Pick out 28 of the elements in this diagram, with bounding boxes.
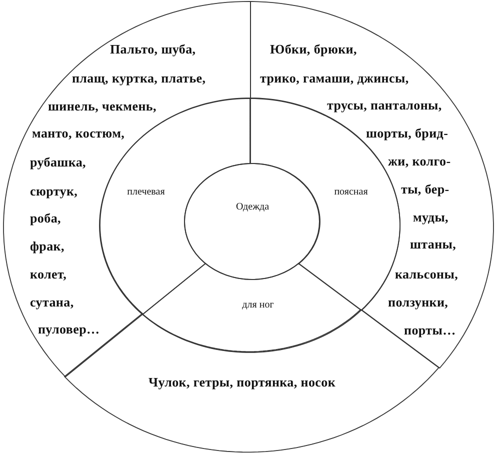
list-text: Чулок, гетры, портянка, носок [148,376,336,390]
sector-label: поясная [334,186,368,198]
list-text: ты, бер- [401,182,450,198]
sector-label: плечевая [127,186,165,198]
list-text: пуловер… [38,322,100,338]
list-text: муды, [413,210,449,226]
center-label: Одежда [236,201,270,213]
list-text: шорты, брид- [366,126,448,142]
list-text: шинель, чекмень, [48,100,156,114]
list-text: сюртук, [30,184,78,200]
list-text: колет, [30,268,67,282]
list-text: порты… [404,324,456,338]
list-text: фрак, [30,240,64,254]
list-text: сутана, [30,296,74,310]
list-text: трусы, панталоны, [327,98,442,114]
list-text: жи, колго- [388,154,451,170]
list-text: штаны, [410,238,456,252]
list-text: плащ, куртка, платье, [72,72,206,86]
list-text: роба, [30,212,61,226]
list-text: Юбки, брюки, [270,42,357,58]
list-text: трико, гамаши, джинсы, [260,72,409,86]
list-text: кальсоны, [395,268,458,282]
list-text: ползунки, [388,296,448,310]
list-text: Пальто, шуба, [110,42,196,58]
ring-sector [142,262,362,352]
list-text: рубашка, [30,156,86,170]
sector-label: для ног [242,299,274,311]
list-text: манто, костюм, [32,126,125,142]
